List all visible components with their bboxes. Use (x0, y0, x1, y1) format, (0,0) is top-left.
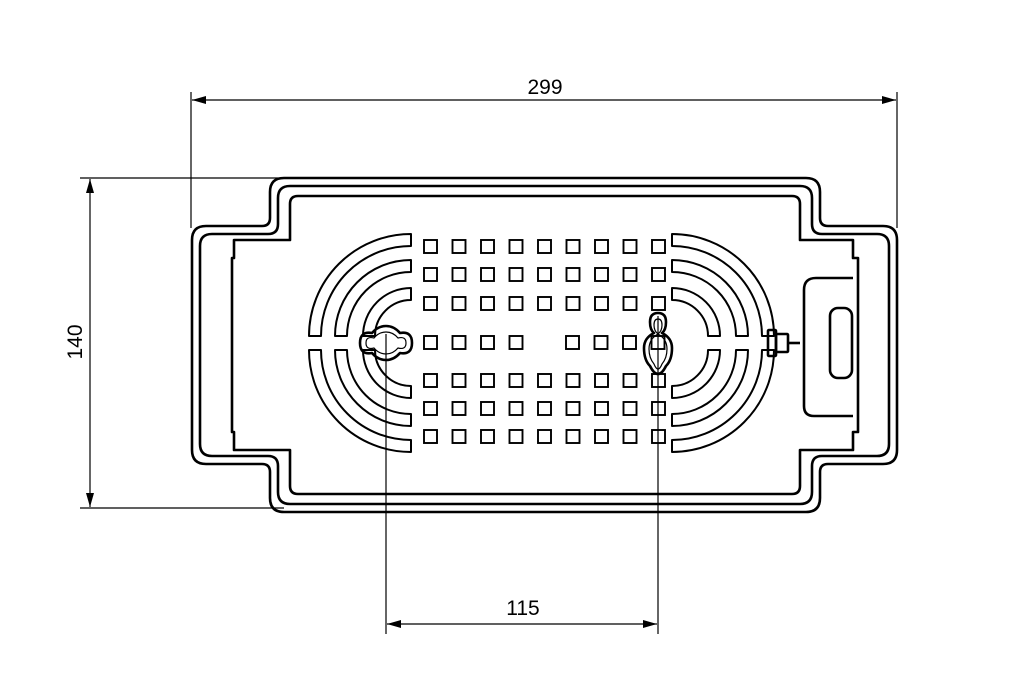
vent-square (537, 429, 552, 444)
vent-square (508, 401, 524, 416)
connector-clip (766, 328, 800, 358)
tray-inner-wall (230, 194, 860, 496)
vent-square (451, 239, 467, 254)
vent-square (508, 335, 524, 350)
vent-square (622, 429, 638, 444)
arc-vent-slot (362, 349, 412, 399)
keyhole-left (358, 324, 414, 362)
vent-square (565, 373, 581, 388)
vent-square (622, 335, 637, 350)
hole-spacing-dimension-label: 115 (506, 597, 539, 620)
vent-square (537, 267, 552, 282)
vent-square (451, 296, 467, 311)
vent-square (651, 296, 666, 311)
vent-square (423, 267, 438, 282)
vent-square (508, 296, 524, 311)
vent-square (508, 373, 524, 388)
vent-square (423, 373, 438, 388)
vent-square (565, 429, 581, 444)
arc-vent-slot (671, 349, 749, 427)
arc-vent-slot (671, 287, 721, 337)
arc-vent-slot (362, 287, 412, 337)
vent-square (508, 267, 524, 282)
arc-vents (308, 233, 775, 453)
housing-outer-outline (190, 176, 899, 514)
vent-square (594, 239, 609, 254)
vent-square (451, 429, 467, 444)
vent-square (537, 239, 552, 254)
vent-grid (423, 239, 666, 444)
vent-square (480, 296, 495, 311)
vent-square (565, 239, 581, 254)
vent-square (622, 373, 638, 388)
vent-square (423, 296, 438, 311)
vent-square (594, 296, 609, 311)
vent-square (451, 335, 467, 350)
vent-square (594, 401, 609, 416)
vent-square (423, 335, 438, 350)
vent-square (537, 296, 552, 311)
vent-square (565, 296, 581, 311)
vent-square (451, 401, 467, 416)
housing-rim-outline (198, 184, 891, 506)
vent-square (451, 267, 467, 282)
vent-square (593, 335, 609, 350)
vent-square (537, 401, 552, 416)
vent-square (622, 267, 638, 282)
vent-square (508, 429, 524, 444)
extension-lines (80, 92, 898, 634)
vent-square (423, 429, 438, 444)
vent-square (622, 296, 638, 311)
arc-vent-slot (334, 349, 412, 427)
vent-square (480, 401, 495, 416)
arc-vent-slot (671, 259, 749, 337)
vent-square (594, 429, 609, 444)
arc-vent-slot (308, 233, 412, 337)
vent-square (565, 335, 580, 350)
arc-vent-slot (671, 233, 775, 337)
vent-square (651, 239, 666, 254)
vent-square (480, 335, 495, 350)
vent-square (423, 401, 438, 416)
vent-square (651, 267, 666, 282)
vent-square (480, 429, 495, 444)
cable-slot (828, 306, 854, 380)
vent-square (565, 267, 581, 282)
vent-square (451, 373, 467, 388)
vent-square (594, 373, 609, 388)
arc-vent-slot (308, 349, 412, 453)
vent-square (594, 267, 609, 282)
vent-square (508, 239, 524, 254)
vent-square (622, 239, 638, 254)
vent-square (480, 239, 495, 254)
arc-vent-slot (334, 259, 412, 337)
vent-square (480, 373, 495, 388)
vent-square (423, 239, 438, 254)
width-dimension-label: 299 (527, 76, 562, 99)
vent-square (537, 373, 552, 388)
vent-square (622, 401, 638, 416)
cable-notch (802, 276, 853, 418)
keyhole-left-inner (365, 331, 407, 355)
arc-vent-slot (671, 349, 721, 399)
vent-square (565, 401, 581, 416)
height-dimension-label: 140 (64, 324, 87, 359)
arc-vent-slot (671, 349, 775, 453)
vent-square (480, 267, 495, 282)
